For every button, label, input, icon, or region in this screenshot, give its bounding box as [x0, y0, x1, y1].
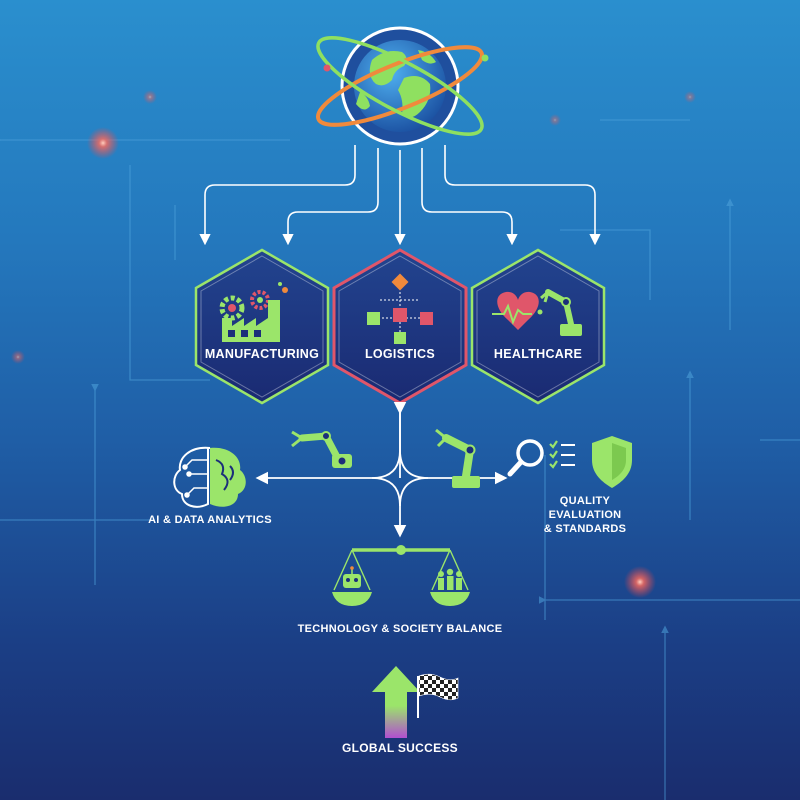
quality-label-line: EVALUATION — [548, 509, 622, 521]
background-circuit-lines — [0, 119, 800, 800]
factory-gears-icon — [219, 282, 288, 342]
quality-label-line: & STANDARDS — [543, 523, 627, 535]
arrow-up-checkered-flag-icon — [372, 666, 459, 738]
globe-icon — [315, 26, 489, 146]
background-glow-dots — [11, 90, 696, 598]
brain-circuit-icon — [173, 446, 246, 508]
quality-standards-label: QUALITY EVALUATION & STANDARDS — [530, 494, 640, 536]
robot-arm-left-icon — [291, 430, 352, 468]
hex-healthcare[interactable] — [470, 248, 606, 405]
scale-robot-people-icon — [332, 545, 470, 606]
hex-logistics[interactable] — [332, 248, 468, 405]
tech-society-balance-label: TECHNOLOGY & SOCIETY BALANCE — [297, 623, 503, 635]
quality-label-line: QUALITY — [559, 495, 611, 507]
globe-connectors — [199, 145, 601, 246]
global-success-label: GLOBAL SUCCESS — [342, 741, 458, 755]
healthcare-label: HEALTHCARE — [493, 347, 583, 361]
manufacturing-label: MANUFACTURING — [204, 347, 320, 361]
ai-data-analytics-label: AI & DATA ANALYTICS — [148, 514, 272, 526]
logistics-label: LOGISTICS — [364, 347, 436, 361]
crossroads-connector — [255, 401, 508, 538]
hex-manufacturing[interactable] — [194, 248, 330, 405]
magnifier-checklist-shield-icon — [507, 436, 632, 488]
network-cubes-icon — [367, 273, 433, 344]
heart-robot-arm-icon — [492, 289, 582, 336]
robot-arm-right-icon — [435, 428, 480, 488]
